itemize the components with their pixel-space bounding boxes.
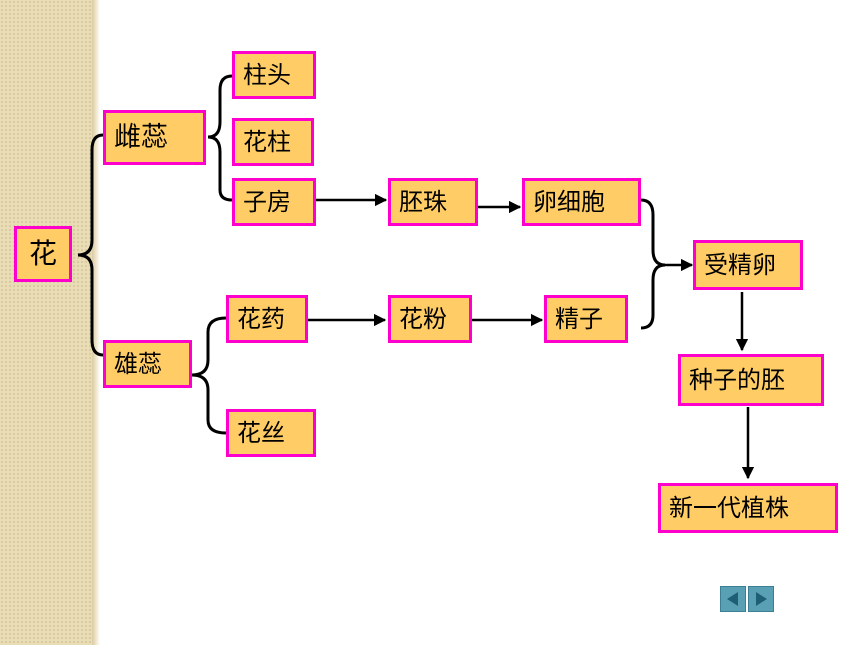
- brace-fertilization: [640, 198, 666, 330]
- node-pollen: 花粉: [388, 295, 472, 343]
- triangle-right-icon: [756, 592, 767, 606]
- node-sperm: 精子: [544, 295, 628, 343]
- node-style: 花柱: [232, 118, 314, 166]
- node-pistil: 雌蕊: [103, 110, 206, 165]
- node-filament: 花丝: [226, 409, 316, 457]
- triangle-left-icon: [727, 592, 738, 606]
- node-zygote: 受精卵: [693, 240, 803, 290]
- brace-flower: [77, 133, 104, 357]
- brace-stamen: [191, 316, 227, 435]
- node-ovule: 胚珠: [388, 178, 478, 226]
- node-stamen: 雄蕊: [103, 340, 192, 388]
- node-embryo: 种子的胚: [678, 354, 824, 406]
- node-stigma: 柱头: [232, 51, 316, 99]
- brace-pistil: [207, 74, 233, 202]
- next-slide-button[interactable]: [748, 586, 774, 612]
- previous-slide-button[interactable]: [720, 586, 746, 612]
- decorative-side-strip: [0, 0, 92, 645]
- node-ovary: 子房: [232, 178, 316, 226]
- node-new-plant: 新一代植株: [658, 483, 838, 533]
- side-strip-edge: [92, 0, 100, 645]
- node-anther: 花药: [226, 295, 308, 343]
- node-flower: 花: [14, 226, 72, 282]
- node-egg-cell: 卵细胞: [522, 178, 641, 226]
- slide-navigation: [720, 586, 774, 612]
